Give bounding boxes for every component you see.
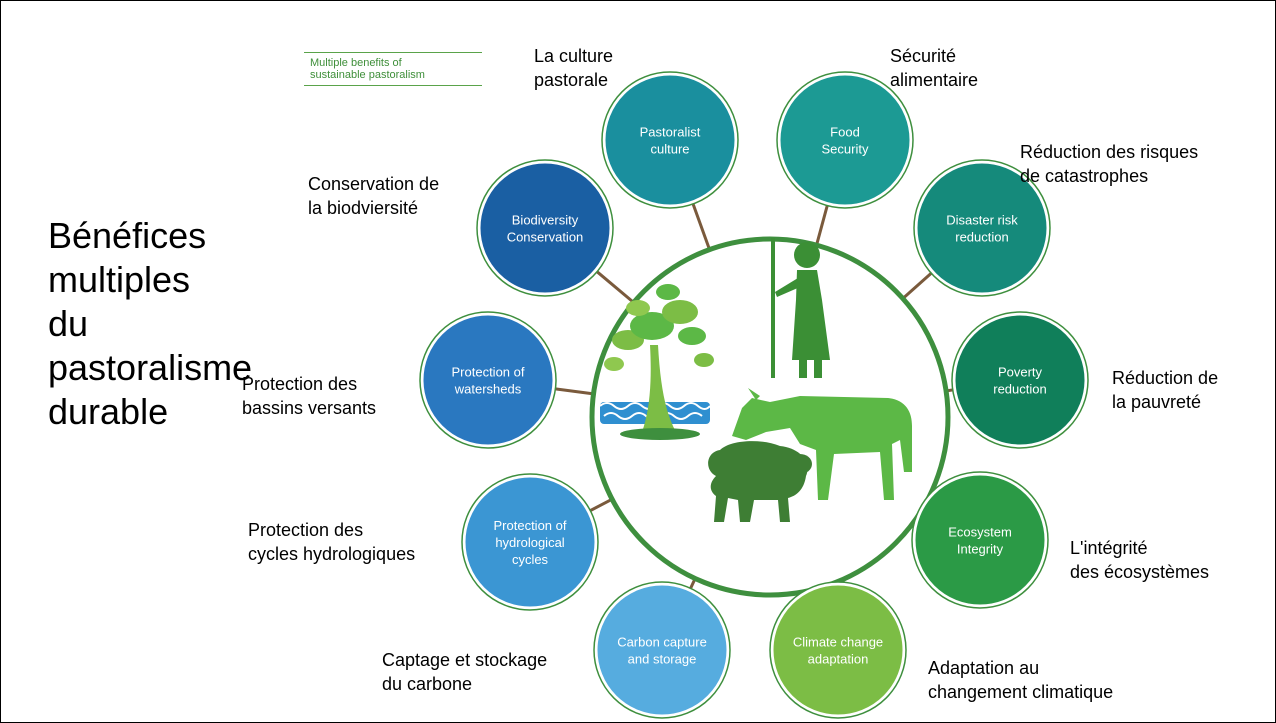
benefit-label-fr: Protection des cycles hydrologiques <box>248 520 416 564</box>
benefit-label-fr: La culture pastorale <box>534 46 614 90</box>
benefit-label-fr: Réduction de la pauvreté <box>1112 368 1219 412</box>
benefit-label-fr: Conservation de la biodviersité <box>308 174 440 218</box>
benefit-bubble: Carbon capture and storage <box>593 581 731 719</box>
benefit-label-fr: Adaptation au changement climatique <box>928 658 1114 702</box>
bubble-circle <box>770 582 906 718</box>
bubble-label-en: and storage <box>628 652 697 667</box>
pastoralist-figure <box>771 238 830 378</box>
bubble-circle <box>914 160 1050 296</box>
bubble-circle <box>602 72 738 208</box>
benefit-label-fr: Captage et stockage du carbone <box>382 650 548 694</box>
connector-line <box>594 269 635 304</box>
connector-line <box>553 387 594 396</box>
bubble-circle <box>952 312 1088 448</box>
bubble-outline <box>769 581 907 719</box>
bubble-label-en: Protection of <box>494 518 567 533</box>
bubble-label-en: reduction <box>993 382 1046 397</box>
benefit-bubble: Poverty reduction <box>951 311 1089 449</box>
benefit-label-fr: Protection des bassins versants <box>242 374 377 418</box>
benefit-label-fr: L'intégrité des écosystèmes <box>1070 538 1210 582</box>
bubble-outline <box>776 71 914 209</box>
benefit-bubble: Protection of hydrological cycles <box>461 473 599 611</box>
bubble-circle <box>594 582 730 718</box>
page-title: Bénéfices multiples du pastoralisme dura… <box>48 215 253 432</box>
bubble-label-en: adaptation <box>808 652 869 667</box>
bubble-outline <box>419 311 557 449</box>
bubble-circle <box>462 474 598 610</box>
benefit-bubble: Pastoralist culture <box>601 71 739 209</box>
connector-line <box>691 201 711 251</box>
bubble-circle <box>777 72 913 208</box>
benefit-bubble: Disaster risk reduction <box>913 159 1051 297</box>
bubble-label-en: hydrological <box>495 535 564 550</box>
bubble-outline <box>951 311 1089 449</box>
bubble-label-en: reduction <box>955 230 1008 245</box>
benefit-bubble: Climate change adaptation <box>769 581 907 719</box>
bubble-label-en: Food <box>830 125 860 140</box>
connector-line <box>587 497 613 513</box>
tree-icon <box>604 284 714 440</box>
bubble-label-en: Integrity <box>957 542 1004 557</box>
bubble-label-en: Protection of <box>452 365 525 380</box>
bubble-label-en: Biodiversity <box>512 213 579 228</box>
bubble-outline <box>911 471 1049 609</box>
bubble-outline <box>913 159 1051 297</box>
bubble-label-en: Conservation <box>507 230 584 245</box>
bubble-label-en: Disaster risk <box>946 213 1018 228</box>
bubble-label-en: Poverty <box>998 365 1043 380</box>
bubble-outline <box>601 71 739 209</box>
bubble-label-en: Security <box>822 142 869 157</box>
bubble-outline <box>476 159 614 297</box>
central-illustration <box>599 238 912 522</box>
bubble-label-en: watersheds <box>454 382 522 397</box>
benefit-label-fr: Réduction des risques de catastrophes <box>1020 142 1199 186</box>
bubble-label-en: Climate change <box>793 635 883 650</box>
bubble-label-en: cycles <box>512 552 549 567</box>
bubble-label-en: culture <box>650 142 689 157</box>
bubble-circle <box>912 472 1048 608</box>
bubble-outline <box>593 581 731 719</box>
benefit-bubble: Protection of watersheds <box>419 311 557 449</box>
bubble-circle <box>477 160 613 296</box>
benefit-label-fr: Sécurité alimentaire <box>890 46 979 90</box>
diagram-subtitle: Multiple benefits of sustainable pastora… <box>304 52 482 86</box>
sheep-icon <box>708 441 812 522</box>
bubble-label-en: Carbon capture <box>617 635 707 650</box>
connector-line <box>815 203 830 246</box>
bubble-label-en: Pastoralist <box>640 125 701 140</box>
bubble-label-en: Ecosystem <box>948 525 1012 540</box>
cattle-icon <box>732 388 912 500</box>
connector-line <box>901 270 934 300</box>
bubble-outline <box>461 473 599 611</box>
bubble-circle <box>420 312 556 448</box>
